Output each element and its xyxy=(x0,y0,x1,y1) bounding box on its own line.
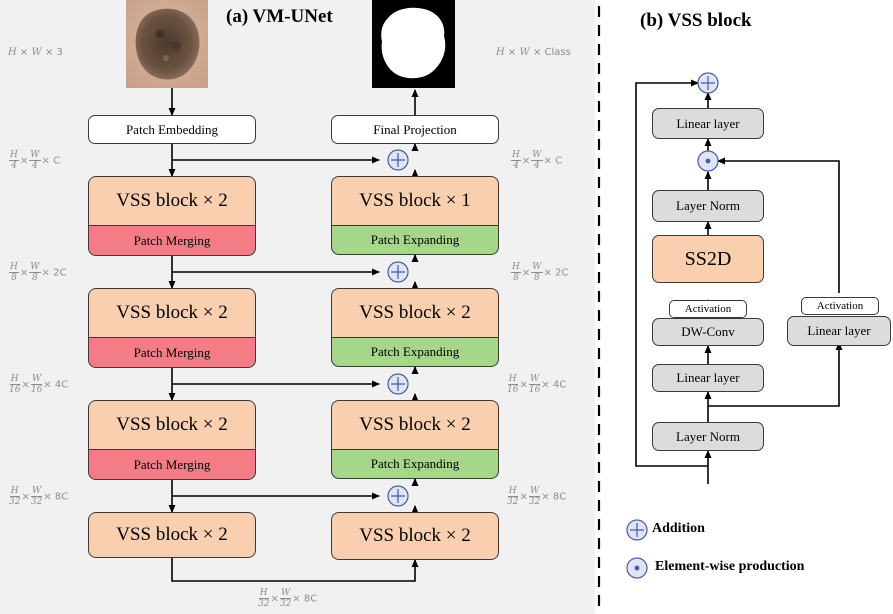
addition-operator xyxy=(697,72,719,94)
vss-ss2d-box: SS2D xyxy=(652,235,764,283)
decoder-vss-block-3: VSS block × 2 xyxy=(331,400,499,450)
legend-addition-label: Addition xyxy=(652,521,705,536)
output-segmentation-mask xyxy=(372,0,455,88)
patch-merging-2: Patch Merging xyxy=(88,338,256,368)
vss-activation-right: Activation xyxy=(801,297,879,315)
vss-activation-left: Activation xyxy=(669,300,747,318)
addition-operator xyxy=(387,485,409,507)
vm-unet-title: (a) VM-UNet xyxy=(226,6,333,27)
patch-expanding-2: Patch Expanding xyxy=(331,338,499,367)
addition-operator xyxy=(387,149,409,171)
vss-linear-layer-top: Linear layer xyxy=(652,108,764,139)
input-skin-lesion-image xyxy=(126,0,208,88)
legend-elementwise-icon xyxy=(626,557,648,579)
legend-elementwise-label: Element-wise production xyxy=(655,559,805,574)
vss-dwconv-box: DW-Conv xyxy=(652,318,764,346)
decoder-vss-block-4: VSS block × 2 xyxy=(331,512,499,560)
vss-block-title: (b) VSS block xyxy=(640,10,752,31)
patch-merging-3: Patch Merging xyxy=(88,450,256,480)
final-projection-box: Final Projection xyxy=(331,115,499,144)
mask-picture xyxy=(381,7,446,79)
encoder-vss-block-2: VSS block × 2 xyxy=(88,288,256,338)
input-shape-label: H × W × 3 xyxy=(8,47,63,58)
addition-operator xyxy=(387,373,409,395)
encoder-vss-block-3: VSS block × 2 xyxy=(88,400,256,450)
patch-expanding-3: Patch Expanding xyxy=(331,450,499,479)
encoder-vss-block-1: VSS block × 2 xyxy=(88,176,256,226)
patch-embedding-box: Patch Embedding xyxy=(88,115,256,144)
patch-expanding-1: Patch Expanding xyxy=(331,226,499,255)
encoder-vss-block-4: VSS block × 2 xyxy=(88,512,256,558)
vss-linear-layer-left: Linear layer xyxy=(652,364,764,392)
legend-addition-icon xyxy=(626,519,648,541)
decoder-vss-block-2: VSS block × 2 xyxy=(331,288,499,338)
vss-layer-norm-upper: Layer Norm xyxy=(652,190,764,222)
vss-linear-layer-right: Linear layer xyxy=(787,316,891,346)
output-shape-label: H × W × Class xyxy=(496,47,571,58)
patch-merging-1: Patch Merging xyxy=(88,226,256,256)
elementwise-operator xyxy=(697,150,719,172)
addition-operator xyxy=(387,261,409,283)
vss-layer-norm-lower: Layer Norm xyxy=(652,422,764,451)
decoder-vss-block-1: VSS block × 1 xyxy=(331,176,499,226)
lesion-picture xyxy=(126,0,208,88)
